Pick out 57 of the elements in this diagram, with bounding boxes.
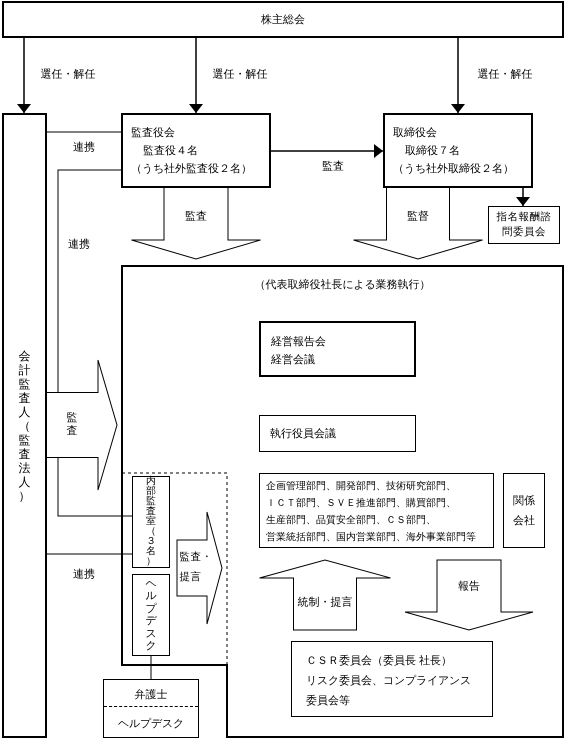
box-title: 経営報告会 <box>271 334 327 350</box>
box-title: 監査役会 <box>131 126 176 141</box>
edge-label: 監査 <box>185 210 207 224</box>
box-text: （うち社外取締役２名） <box>393 162 515 177</box>
arrow <box>189 38 203 113</box>
vertical-label: ヘルプデスク <box>146 578 156 652</box>
box-text: 監査役４名 <box>143 144 199 159</box>
box-label: 指名報酬諮問委員会 <box>496 210 552 240</box>
box-label: 株主総会 <box>261 12 305 27</box>
edge-label: 選任・解任 <box>212 68 268 82</box>
box-text: リスク委員会、コンプライアンス委員会等 <box>306 674 472 709</box>
box <box>488 206 560 244</box>
block-arrow <box>353 188 483 260</box>
box <box>2 1 564 38</box>
edge-label: 連携 <box>68 238 90 252</box>
edge-label: 統制・提言 <box>298 596 352 610</box>
edge-label: 監督 <box>407 210 429 224</box>
block-arrow <box>259 559 391 630</box>
box <box>259 321 416 377</box>
box <box>103 679 199 738</box>
connector-line <box>150 656 152 680</box>
edge-label: 連携 <box>73 141 95 155</box>
box-label: 関係会社 <box>512 494 536 528</box>
box <box>383 113 533 188</box>
edge-label: 選任・解任 <box>40 68 96 82</box>
box-label: 弁護士 <box>134 688 168 702</box>
edge-label: 監査 <box>66 412 78 438</box>
box-label: ヘルプデスク <box>118 716 184 731</box>
panel-title: （代表取締役社長による業務執行） <box>254 278 430 292</box>
arrow <box>516 188 530 206</box>
block-arrow <box>46 360 118 490</box>
box-title: 取締役会 <box>393 126 438 141</box>
box-text: 取締役７名 <box>405 144 461 159</box>
box-text: （うち社外監査役２名） <box>131 162 253 177</box>
box-text: 企画管理部門、開発部門、技術研究部門、ＩＣＴ部門、ＳＶＥ推進部門、購買部門、生産部門、品質安全部門、ＣＳ部門、営業統括部門、国内営業部門、海外事業部門等 <box>266 480 477 545</box>
box <box>503 473 545 548</box>
block-arrow <box>404 560 534 631</box>
box <box>132 574 170 656</box>
edge-label: 連携 <box>73 568 95 582</box>
box <box>2 113 47 738</box>
vertical-label: 内部監査室（３名） <box>146 477 156 567</box>
edge-label: 選任・解任 <box>478 68 532 82</box>
box <box>132 476 170 568</box>
box-title: ＣＳＲ委員会（委員長 社長） <box>306 654 453 669</box>
box <box>121 113 271 188</box>
arrow <box>17 38 31 113</box>
box <box>259 473 494 548</box>
arrow <box>451 38 465 113</box>
box <box>259 415 416 452</box>
block-arrow <box>131 188 261 260</box>
edge-label: 報告 <box>458 580 480 594</box>
box <box>291 641 493 717</box>
box-text: 経営会議 <box>271 352 316 368</box>
vertical-label: 会計監査人（監査法人） <box>18 348 30 502</box>
arrow <box>271 144 383 158</box>
edge-label: 監査 <box>322 160 344 174</box>
box-title: 執行役員会議 <box>270 427 337 441</box>
